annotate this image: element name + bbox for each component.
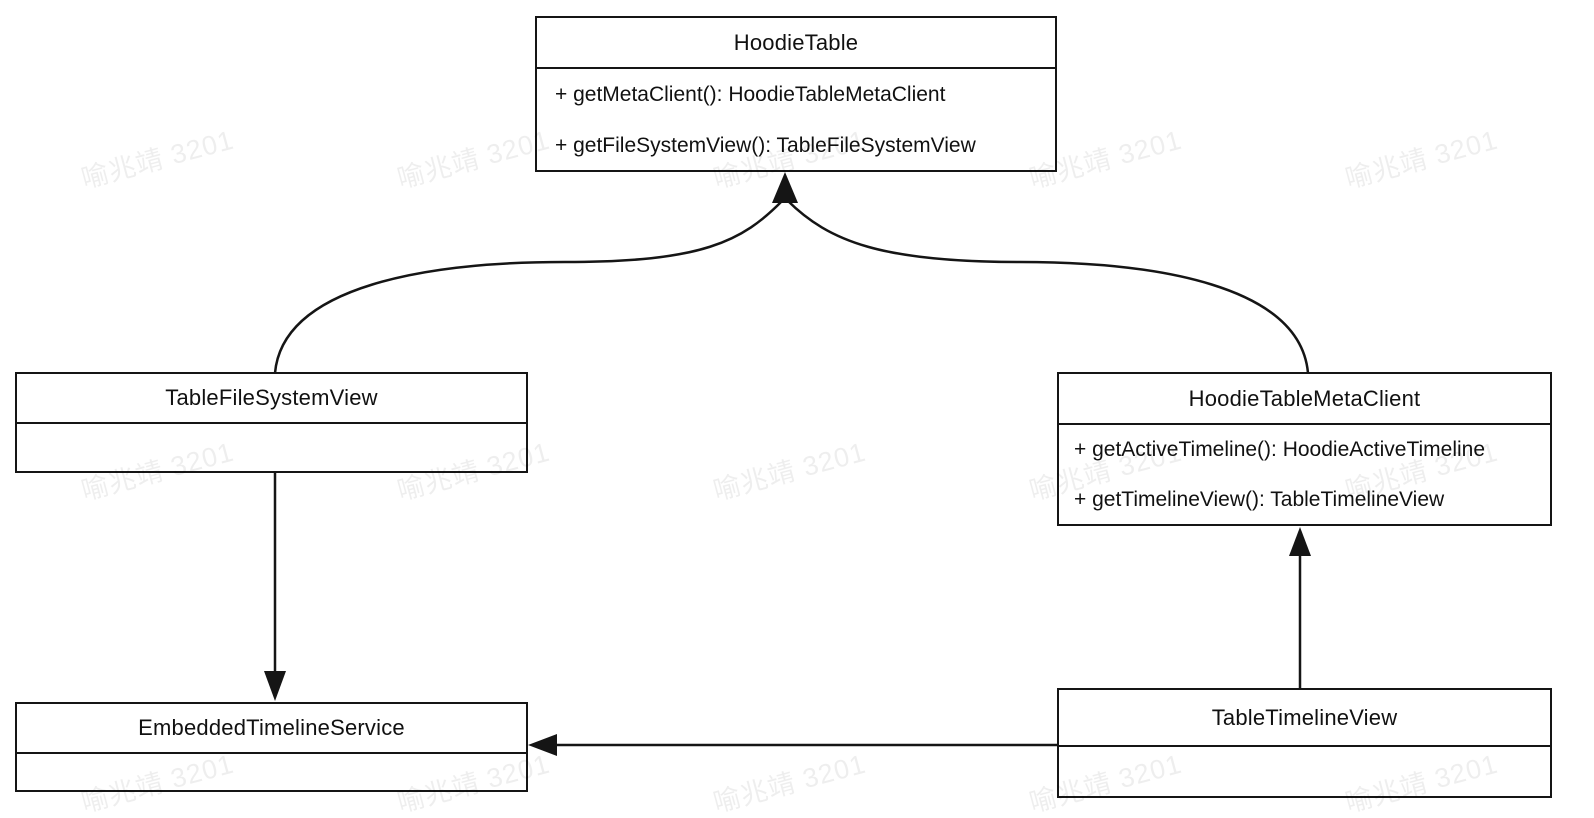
edge-tablefilesystemview-to-hoodietable [273, 199, 784, 374]
class-title-embeddedtimelineservice: EmbeddedTimelineService [17, 704, 526, 754]
edge-tablefilesystemview-to-embeddedtimelineservice [264, 473, 286, 701]
arrowhead-down-embeddedtimelineservice [264, 671, 286, 701]
class-title-hoodietablemetaclient: HoodieTableMetaClient [1059, 374, 1550, 425]
edge-tabletimelineview-to-embeddedtimelineservice [528, 734, 1057, 756]
class-title-tabletimelineview: TableTimelineView [1059, 690, 1550, 747]
class-title-hoodietable: HoodieTable [537, 18, 1055, 69]
class-box-tabletimelineview: TableTimelineView [1057, 688, 1552, 798]
method-getactivetimeline: + getActiveTimeline(): HoodieActiveTimel… [1074, 438, 1486, 461]
class-body-empty-tablefilesystemview [17, 424, 526, 471]
class-box-tablefilesystemview: TableFileSystemView [15, 372, 528, 473]
class-box-hoodietable: HoodieTable + getMetaClient(): HoodieTab… [535, 16, 1057, 172]
arrowhead-left-embeddedtimelineservice [528, 734, 557, 756]
class-box-hoodietablemetaclient: HoodieTableMetaClient + getActiveTimelin… [1057, 372, 1552, 526]
class-box-embeddedtimelineservice: EmbeddedTimelineService [15, 702, 528, 792]
class-body-empty-tabletimelineview [1059, 747, 1550, 796]
edge-tabletimelineview-to-hoodietablemetaclient [1289, 527, 1311, 688]
method-getmetaclient: + getMetaClient(): HoodieTableMetaClient [555, 82, 946, 106]
class-methods-hoodietablemetaclient: + getActiveTimeline(): HoodieActiveTimel… [1059, 425, 1550, 525]
edge-hoodietablemetaclient-to-hoodietable [786, 199, 1310, 374]
arrowhead-up-hoodietablemetaclient [1289, 527, 1311, 556]
class-title-tablefilesystemview: TableFileSystemView [17, 374, 526, 424]
arrowhead-up-hoodietable [772, 172, 798, 203]
method-gettimelineview: + getTimelineView(): TableTimelineView [1074, 488, 1445, 511]
class-body-empty-embeddedtimelineservice [17, 754, 526, 790]
class-methods-hoodietable: + getMetaClient(): HoodieTableMetaClient… [537, 69, 1055, 171]
method-getfilesystemview: + getFileSystemView(): TableFileSystemVi… [555, 133, 976, 157]
